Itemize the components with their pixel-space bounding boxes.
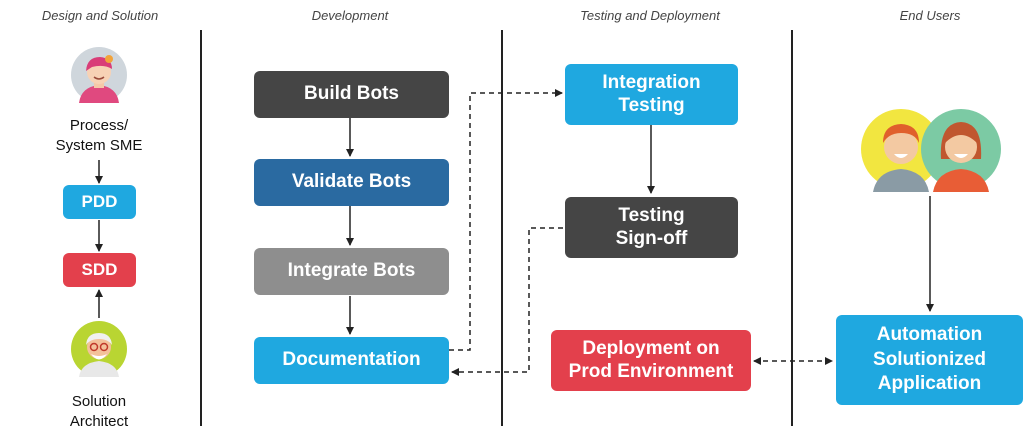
build-bots-box: Build Bots bbox=[254, 71, 449, 118]
integration-testing-box: Integration Testing bbox=[565, 64, 738, 125]
integrate-bots-box: Integrate Bots bbox=[254, 248, 449, 295]
automation-application-box: Automation Solutionized Application bbox=[836, 315, 1023, 405]
sdd-box: SDD bbox=[63, 253, 136, 287]
deployment-box: Deployment on Prod Environment bbox=[551, 330, 751, 391]
architect-avatar-icon bbox=[71, 321, 127, 377]
validate-bots-box: Validate Bots bbox=[254, 159, 449, 206]
column-divider-1 bbox=[200, 30, 202, 426]
architect-label: Solution Architect bbox=[69, 393, 129, 431]
dashed-documentation-to-integration bbox=[449, 89, 563, 351]
header-end-users: End Users bbox=[899, 8, 961, 23]
sme-avatar-icon bbox=[71, 47, 127, 103]
sme-label: Process/ System SME bbox=[55, 117, 143, 155]
testing-signoff-box: Testing Sign-off bbox=[565, 197, 738, 258]
documentation-box: Documentation bbox=[254, 337, 449, 384]
column-divider-3 bbox=[791, 30, 793, 426]
header-development: Development bbox=[311, 8, 389, 23]
end-users-avatar-icon bbox=[859, 107, 1004, 192]
header-design-and-solution: Design and Solution bbox=[41, 8, 159, 23]
pdd-box: PDD bbox=[63, 185, 136, 219]
dashed-signoff-to-documentation bbox=[451, 227, 563, 376]
column-divider-2 bbox=[501, 30, 503, 426]
header-testing-and-deployment: Testing and Deployment bbox=[580, 8, 720, 23]
